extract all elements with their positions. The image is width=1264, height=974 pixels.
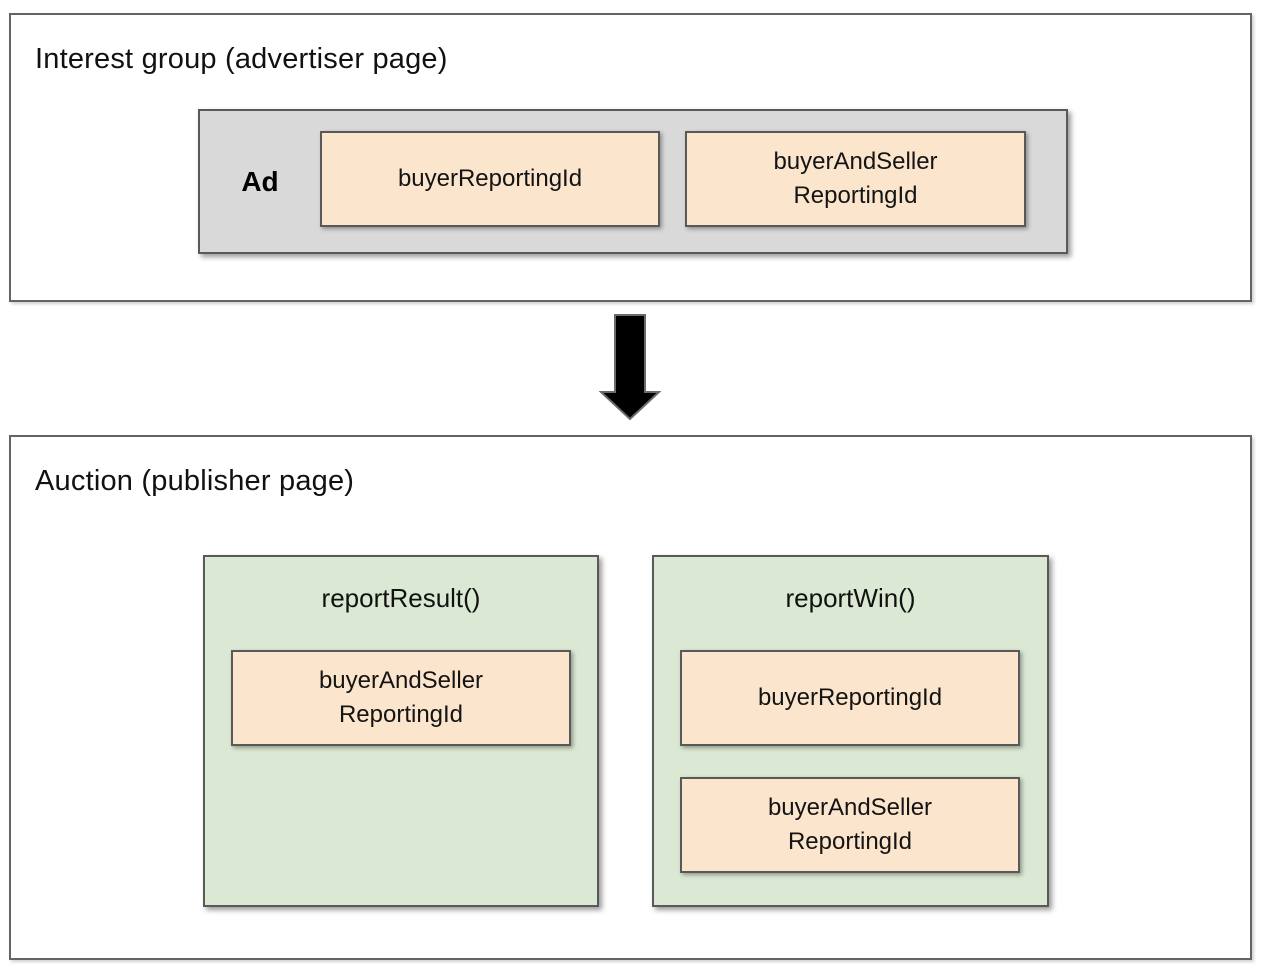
chip-buyer-reporting-id: buyerReportingId xyxy=(680,650,1020,746)
interest-group-panel: Interest group (advertiser page) Ad buye… xyxy=(9,13,1252,302)
report-result-container: reportResult() buyerAndSeller ReportingI… xyxy=(203,555,599,907)
chip-buyer-and-seller-reporting-id: buyerAndSeller ReportingId xyxy=(685,131,1026,227)
report-win-title: reportWin() xyxy=(785,583,916,613)
report-result-title: reportResult() xyxy=(321,583,481,613)
chip-buyer-and-seller-reporting-id: buyerAndSeller ReportingId xyxy=(680,777,1020,873)
ad-label: Ad xyxy=(241,165,279,197)
auction-title: Auction (publisher page) xyxy=(35,465,355,497)
down-arrow-icon xyxy=(599,314,661,421)
interest-group-title: Interest group (advertiser page) xyxy=(35,43,448,75)
auction-panel: Auction (publisher page) reportResult() … xyxy=(9,435,1252,960)
chip-buyer-and-seller-reporting-id: buyerAndSeller ReportingId xyxy=(231,650,571,746)
report-win-container: reportWin() buyerReportingId buyerAndSel… xyxy=(652,555,1049,907)
ad-container: Ad buyerReportingId buyerAndSeller Repor… xyxy=(198,109,1068,254)
chip-buyer-reporting-id: buyerReportingId xyxy=(320,131,660,227)
